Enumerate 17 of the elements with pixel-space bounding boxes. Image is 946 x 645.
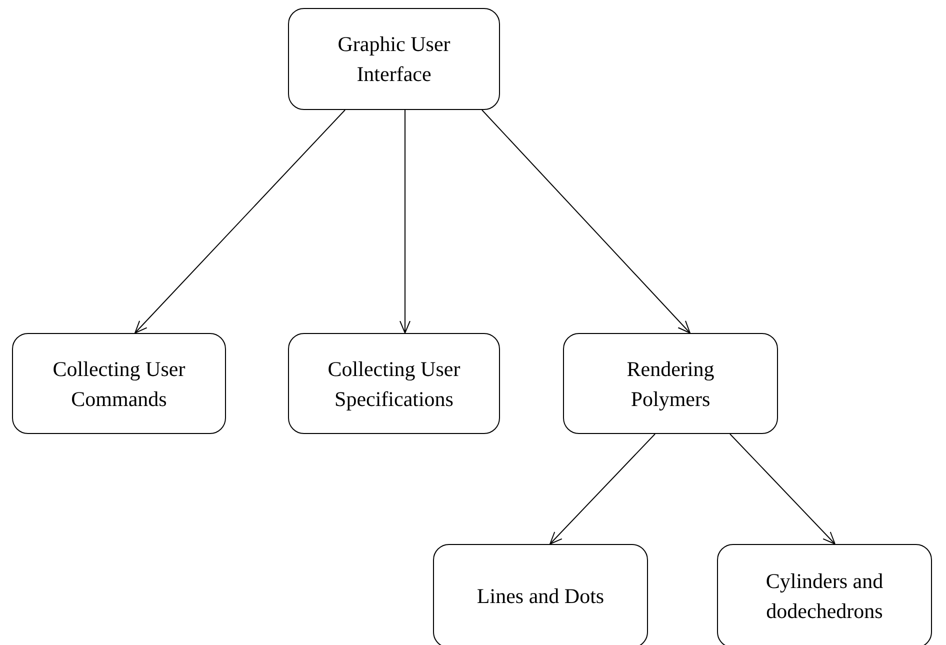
process-box	[288, 8, 500, 110]
arrow	[550, 434, 656, 544]
box-label: Lines and Dots	[476, 583, 604, 610]
box-label: Cylinders and dodechedrons	[764, 568, 884, 625]
process-box	[12, 333, 226, 434]
box-label: Collecting User Specifications	[326, 356, 462, 412]
process-box	[717, 544, 932, 645]
arrow	[482, 110, 690, 334]
process-box	[433, 544, 648, 645]
box-label: Rendering Polymers	[626, 356, 716, 412]
arrow	[730, 434, 836, 544]
arrow	[134, 110, 346, 334]
arrow	[400, 110, 410, 334]
box-label: Graphic User Interface	[336, 31, 452, 88]
box-label: Collecting User Commands	[52, 356, 186, 412]
process-box	[563, 333, 778, 434]
process-box	[288, 333, 500, 434]
